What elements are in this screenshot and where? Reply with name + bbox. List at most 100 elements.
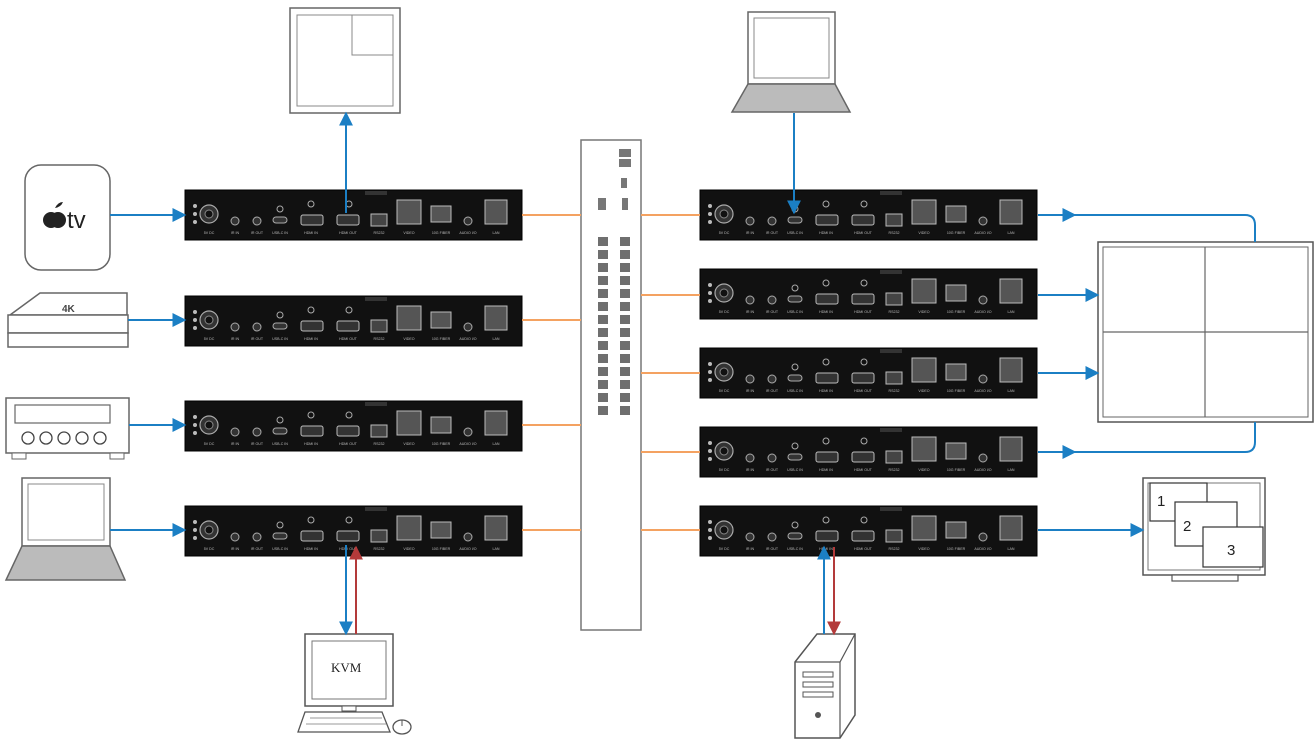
port-label: 5V DC — [204, 442, 215, 446]
port-label: USB-C IN — [787, 468, 803, 472]
port-label: LAN — [1008, 310, 1015, 314]
port-label: IR IN — [746, 310, 755, 314]
port-label: VIDEO — [918, 389, 929, 393]
port-label: 5V DC — [719, 468, 730, 472]
port-label: HDMI OUT — [339, 547, 358, 551]
port-label: HDMI IN — [304, 547, 318, 551]
video-links — [110, 111, 1256, 636]
port-label: VIDEO — [918, 468, 929, 472]
switch-port — [620, 393, 630, 402]
switch-port — [620, 302, 630, 311]
port-label: USB-C IN — [272, 337, 288, 341]
port-label: 5V DC — [719, 547, 730, 551]
kvm-return-links — [349, 545, 841, 636]
port-label: AUDIO I/O — [459, 231, 476, 235]
port-label: RS232 — [889, 468, 900, 472]
port-label: HDMI IN — [819, 310, 833, 314]
port-label: HDMI IN — [304, 442, 318, 446]
switch-port — [620, 263, 630, 272]
port-label: HDMI OUT — [339, 231, 358, 235]
port-label: 10G FIBER — [432, 231, 451, 235]
switch-port — [598, 289, 608, 298]
av-over-ip-units: 5V DC IR IN IR OUT USB-C IN HDMI IN HDMI OUT R… — [184, 189, 1038, 557]
port-label: IR OUT — [766, 231, 779, 235]
port-label: HDMI OUT — [854, 231, 873, 235]
port-label: 10G FIBER — [432, 337, 451, 341]
switch-port — [620, 237, 630, 246]
switch-port — [620, 406, 630, 415]
multiview-monitor-icon: 1 2 3 — [1142, 477, 1266, 582]
switch-port — [620, 367, 630, 376]
apple-tv-label: tv — [67, 207, 86, 234]
port-label: RS232 — [374, 442, 385, 446]
switch-port — [620, 354, 630, 363]
port-label: IR IN — [231, 231, 240, 235]
port-label: USB-C IN — [787, 389, 803, 393]
switch-port — [620, 250, 630, 259]
switch-port — [598, 380, 608, 389]
port-label: IR OUT — [766, 310, 779, 314]
port-label: 5V DC — [719, 389, 730, 393]
port-label: IR OUT — [251, 442, 264, 446]
port-label: AUDIO I/O — [459, 547, 476, 551]
port-label: 10G FIBER — [947, 231, 966, 235]
port-label: AUDIO I/O — [974, 310, 991, 314]
port-label: HDMI OUT — [854, 310, 873, 314]
port-label: IR OUT — [766, 389, 779, 393]
port-label: VIDEO — [918, 310, 929, 314]
port-label: 10G FIBER — [947, 310, 966, 314]
switch-port — [620, 341, 630, 350]
switch-port — [598, 263, 608, 272]
port-label: LAN — [493, 231, 500, 235]
switch-port — [620, 380, 630, 389]
port-label: AUDIO I/O — [974, 389, 991, 393]
port-label: LAN — [493, 337, 500, 341]
port-label: AUDIO I/O — [459, 442, 476, 446]
port-label: IR OUT — [766, 468, 779, 472]
av-receiver-icon — [5, 397, 130, 460]
switch-port — [598, 367, 608, 376]
network-links — [522, 214, 700, 531]
port-label: LAN — [1008, 547, 1015, 551]
port-label: 10G FIBER — [432, 547, 451, 551]
switch-port — [598, 393, 608, 402]
port-label: AUDIO I/O — [974, 231, 991, 235]
switch-port — [598, 406, 608, 415]
port-label: LAN — [493, 547, 500, 551]
port-label: IR IN — [231, 442, 240, 446]
port-label: IR IN — [746, 547, 755, 551]
video-wall-icon — [1097, 241, 1314, 423]
apple-tv-icon: tv — [24, 164, 111, 271]
port-label: HDMI IN — [304, 231, 318, 235]
switch-port — [598, 250, 608, 259]
port-label: VIDEO — [403, 231, 414, 235]
switch-port — [620, 315, 630, 324]
port-label: RS232 — [374, 231, 385, 235]
switch-port — [598, 302, 608, 311]
port-label: IR OUT — [251, 231, 264, 235]
port-label: LAN — [1008, 468, 1015, 472]
port-label: HDMI OUT — [339, 442, 358, 446]
port-label: HDMI OUT — [854, 389, 873, 393]
switch-port — [598, 315, 608, 324]
port-label: USB-C IN — [787, 547, 803, 551]
port-label: USB-C IN — [787, 231, 803, 235]
port-label: IR IN — [746, 389, 755, 393]
laptop-icon — [4, 477, 127, 581]
port-label: VIDEO — [918, 231, 929, 235]
port-label: USB-C IN — [272, 547, 288, 551]
port-label: LAN — [1008, 231, 1015, 235]
port-label: VIDEO — [403, 442, 414, 446]
window-3-label: 3 — [1227, 542, 1235, 559]
server-tower-icon — [794, 633, 856, 739]
kvm-computer-icon: KVM — [297, 633, 412, 735]
switch-port — [620, 289, 630, 298]
port-label: RS232 — [374, 337, 385, 341]
port-label: HDMI OUT — [339, 337, 358, 341]
